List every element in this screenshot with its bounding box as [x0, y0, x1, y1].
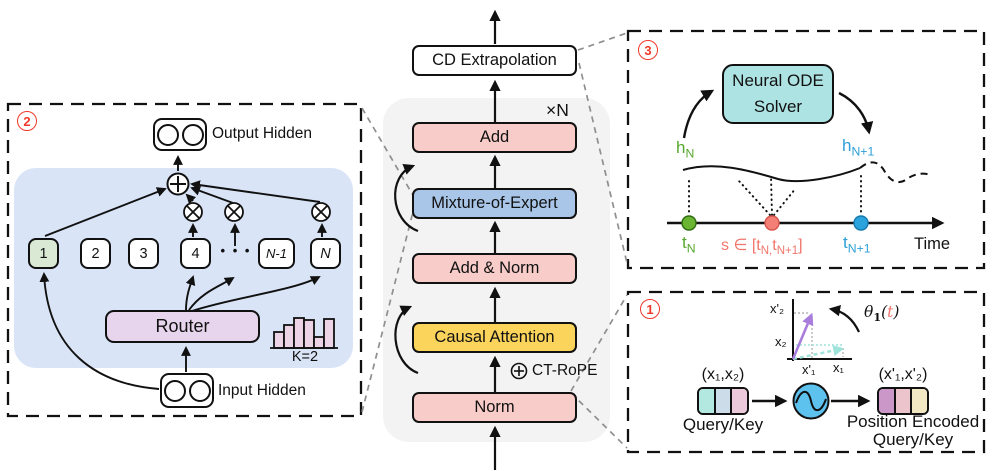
flow-arrows	[394, 9, 501, 470]
t-n1-point	[853, 215, 869, 231]
circle-times-icon	[224, 202, 244, 222]
s-point	[764, 215, 780, 231]
add-box: Add	[412, 122, 577, 153]
hidden-trajectory-curve	[682, 165, 861, 183]
vector-cell	[715, 389, 733, 413]
axis-x1-label: x₁	[833, 360, 844, 375]
h-n1-label: hN+1	[842, 136, 875, 159]
hidden-unit-icon	[181, 123, 204, 146]
expert-box-n: N	[310, 238, 341, 269]
repeat-n-label: ×N	[546, 100, 569, 120]
position-encoded-label: Position Encoded Query/Key	[846, 412, 980, 449]
axis-x2-rot-label: x'₂	[770, 301, 785, 316]
h-n-label: hN	[676, 138, 695, 161]
topk-label: K=2	[291, 349, 319, 365]
panel-1-badge: 1	[640, 299, 660, 319]
ode-panel-border	[626, 29, 986, 270]
expert-box-3: 3	[128, 238, 159, 269]
input-vector-label: (x₁,x₂)	[701, 366, 745, 383]
residual-arrow-moe	[394, 163, 419, 233]
gate-circle-times-icons	[183, 202, 331, 222]
axis-x2-label: x₂	[775, 334, 787, 349]
rotation-angle-arrow	[828, 305, 860, 333]
input-hidden-box	[160, 373, 214, 408]
panel-3-badge: 3	[638, 40, 658, 60]
vector-cell	[912, 389, 927, 413]
moe-arrows	[39, 155, 327, 390]
vector-cell	[699, 389, 716, 413]
theta-label: θ1(t)	[864, 303, 900, 325]
expert-box-n-1: N-1	[258, 238, 295, 269]
experts-ellipsis: • • •	[220, 243, 252, 258]
query-key-vector	[697, 387, 749, 415]
original-vector	[792, 345, 845, 361]
query-key-label: Query/Key	[682, 415, 764, 434]
cd-extrapolation-box: CD Extrapolation	[412, 45, 577, 76]
solver-line-1: Neural ODE	[732, 70, 824, 90]
t-n-point	[681, 215, 697, 231]
norm-box: Norm	[412, 392, 577, 423]
time-axis-label: Time	[914, 235, 951, 253]
circle-plus-icon	[510, 362, 528, 380]
s-range-label: s ∈ [tN,tN+1]	[721, 237, 803, 258]
output-hidden-box	[153, 118, 207, 151]
router-box: Router	[105, 310, 260, 343]
axis-x1-rot-label: x'₁	[802, 362, 816, 377]
t-n1-label: tN+1	[843, 233, 871, 256]
panel-2-badge: 2	[17, 111, 37, 131]
rotated-vector	[791, 312, 814, 360]
hidden-unit-icon	[163, 379, 186, 402]
ct-rope-label: CT-RoPE	[532, 362, 598, 379]
circle-times-icon	[183, 202, 203, 222]
output-hidden-label: Output Hidden	[212, 125, 312, 142]
callout-lines	[361, 32, 628, 449]
topk-bars-icon	[270, 317, 338, 349]
rope-panel-border	[626, 290, 986, 454]
solver-line-2: Solver	[753, 97, 803, 116]
hidden-unit-icon	[188, 379, 211, 402]
sample-dotted-lines	[688, 175, 862, 216]
moe-panel-border	[6, 102, 363, 418]
vector-cell	[879, 389, 896, 413]
circle-times-icon	[311, 202, 331, 222]
output-vector-label: (x'₁,x'₂)	[878, 366, 928, 383]
sine-rotation-icon	[792, 382, 830, 420]
expert-box-2: 2	[80, 238, 111, 269]
ode-arrows	[667, 89, 945, 230]
sum-circle-plus-icon	[166, 172, 190, 196]
vector-cell	[895, 389, 913, 413]
hidden-unit-icon	[156, 123, 179, 146]
add-norm-box: Add & Norm	[412, 253, 577, 284]
vector-cell	[732, 389, 747, 413]
mixture-of-expert-box: Mixture-of-Expert	[412, 188, 577, 219]
causal-attention-box: Causal Attention	[412, 322, 577, 353]
extrapolated-trajectory-curve	[859, 161, 931, 184]
neural-ode-solver-box: Neural ODE Solver	[722, 64, 834, 124]
encoded-query-key-vector	[877, 387, 929, 415]
t-n-label: tN	[682, 233, 696, 256]
input-hidden-label: Input Hidden	[218, 382, 306, 399]
expert-box-4: 4	[180, 238, 211, 269]
residual-arrow-attention	[394, 305, 419, 375]
rotation-plot	[787, 299, 860, 361]
expert-box-1: 1	[28, 238, 59, 269]
